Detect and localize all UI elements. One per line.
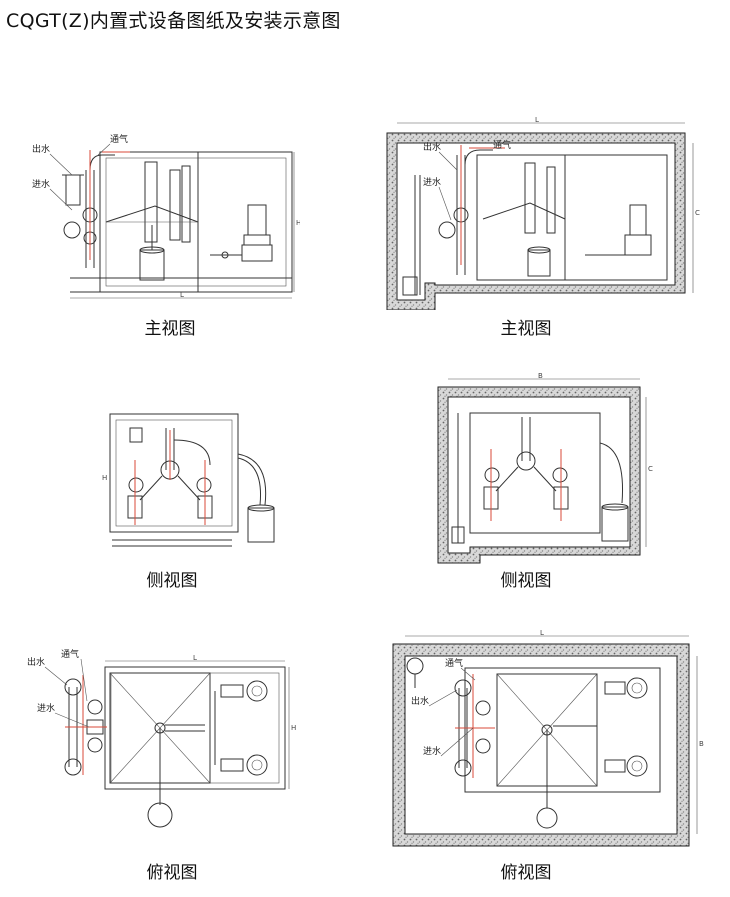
front-view-1-caption: 主视图 [144,319,196,339]
dim-l-label-2: L [535,116,539,124]
dim-b-label-2: B [699,740,704,748]
dim-h-label-5: H [291,724,296,732]
dim-l-label-5: L [193,654,197,662]
page-title: CQGT(Z)内置式设备图纸及安装示意图 [6,10,341,32]
inlet-label: 进水 [32,178,50,190]
top-view-1-caption: 俯视图 [146,863,198,883]
dim-l-label: L [180,291,184,299]
dim-b-label: B [538,373,543,380]
top-view-1-diagram: L H 出水 通气 进水 [25,645,310,835]
vent-label-2: 通气 [493,139,511,151]
top-view-2-caption: 俯视图 [500,863,552,883]
inlet-label-6: 进水 [423,745,441,757]
front-view-1-diagram: L H 出水 进水 通气 [30,130,300,305]
outlet-label-2: 出水 [423,141,441,153]
dim-h-label: H [296,219,300,227]
inlet-label-5: 进水 [37,702,55,714]
dim-l-label-6: L [540,629,544,637]
vent-label-6: 通气 [445,657,463,669]
outlet-label-5: 出水 [27,656,45,668]
outlet-label-6: 出水 [411,695,429,707]
dim-c-label: C [695,209,700,217]
vent-label: 通气 [110,133,128,145]
vent-label-5: 通气 [61,648,79,660]
front-view-2-caption: 主视图 [500,319,552,339]
outlet-label: 出水 [32,143,50,155]
top-view-2-diagram: L B 通气 出水 进水 [385,628,715,853]
side-view-1-caption: 侧视图 [146,571,198,591]
dim-h-label-3: H [102,474,107,482]
front-view-2-diagram: L C 出水 进水 通气 [385,115,715,310]
side-view-2-diagram: B C [430,373,655,568]
inlet-label-2: 进水 [423,176,441,188]
side-view-2-caption: 侧视图 [500,571,552,591]
side-view-1-diagram: H [100,410,290,555]
dim-c-label-2: C [648,465,653,473]
